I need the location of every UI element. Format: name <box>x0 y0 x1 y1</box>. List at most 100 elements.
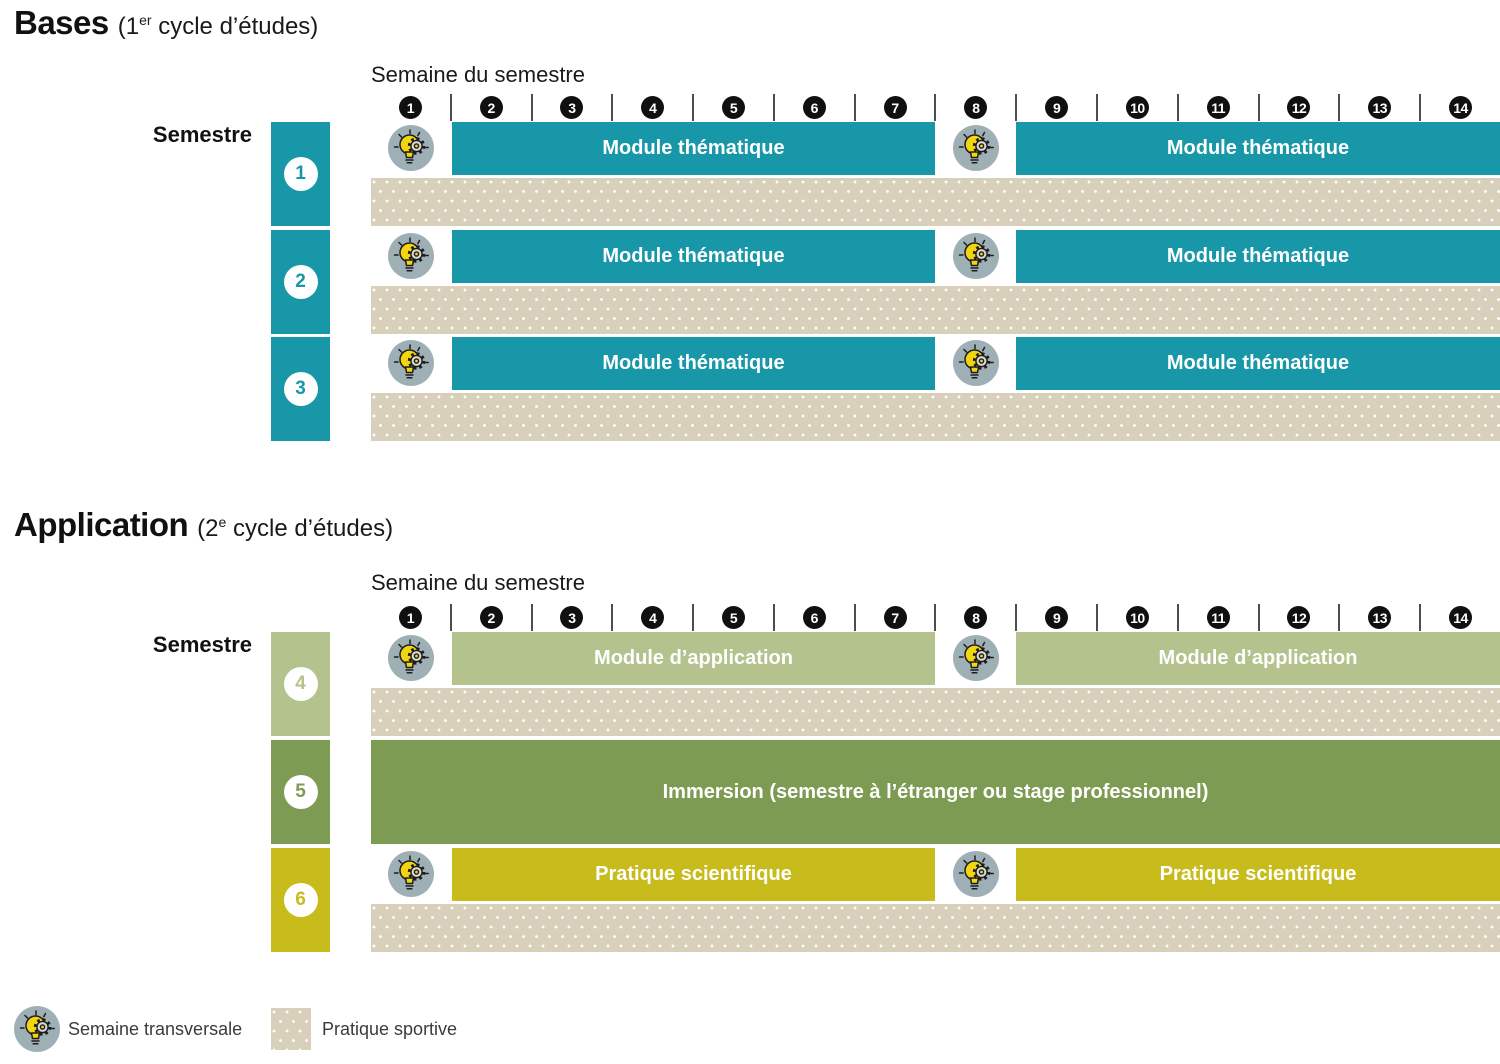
subtitle-post: cycle d’études) <box>151 13 319 40</box>
transversal-week-icon <box>953 635 999 681</box>
week-number-badge: 5 <box>722 96 746 119</box>
week-column: 10 <box>1096 94 1177 121</box>
week-column: 6 <box>772 604 854 631</box>
week-column: 12 <box>1257 94 1339 121</box>
sport-practice-strip <box>371 688 1500 736</box>
semester-number: 4 <box>283 667 318 701</box>
week-header-row-bases: 1 2 3 4 5 6 7 8 9 10 11 12 13 14 <box>371 94 1500 121</box>
transversal-week-icon <box>953 233 999 279</box>
week-column: 3 <box>530 604 612 631</box>
week-column: 3 <box>530 94 612 121</box>
semester-box-1: 1 <box>271 122 330 226</box>
transversal-week-icon <box>388 125 434 171</box>
legend-sport-label: Pratique sportive <box>322 1018 458 1039</box>
semester-number: 2 <box>283 265 318 299</box>
legend-sport-swatch <box>271 1008 311 1050</box>
week-number-badge: 10 <box>1125 606 1149 629</box>
semester-number: 3 <box>283 372 318 406</box>
semester-axis-label: Semestre <box>152 122 252 147</box>
week-number-badge: 11 <box>1206 96 1230 119</box>
module-bar: Module d’application <box>452 632 935 685</box>
week-column: 14 <box>1419 604 1500 631</box>
week-number-badge: 12 <box>1287 96 1311 119</box>
section-subtitle: (2e cycle d’études) <box>197 514 393 543</box>
transversal-week-icon <box>14 1006 60 1052</box>
week-column: 7 <box>853 604 935 631</box>
week-number-badge: 4 <box>641 606 665 629</box>
module-bar: Module thématique <box>452 230 935 283</box>
week-number-badge: 3 <box>560 96 584 119</box>
module-bar: Pratique scientifique <box>452 848 935 901</box>
week-number-badge: 2 <box>479 606 503 629</box>
module-bar: Module thématique <box>1016 122 1500 175</box>
week-column: 2 <box>449 604 531 631</box>
transversal-week-icon <box>388 233 434 279</box>
week-number-badge: 12 <box>1287 606 1311 629</box>
module-bar: Module thématique <box>452 122 935 175</box>
section-title-bases: Bases (1er cycle d’études) <box>14 4 318 42</box>
week-column: 4 <box>611 94 692 121</box>
week-column: 11 <box>1176 604 1258 631</box>
week-column: 10 <box>1096 604 1177 631</box>
week-number-badge: 9 <box>1045 96 1069 119</box>
week-column: 8 <box>934 94 1015 121</box>
week-number-badge: 8 <box>964 606 988 629</box>
week-number-badge: 5 <box>722 606 746 629</box>
week-column: 5 <box>692 94 773 121</box>
week-header-row-application: 1 2 3 4 5 6 7 8 9 10 11 12 13 14 <box>371 604 1500 631</box>
sport-practice-strip <box>371 178 1500 226</box>
section-title-text: Application <box>14 506 189 543</box>
week-column: 7 <box>853 94 935 121</box>
week-column: 8 <box>934 604 1015 631</box>
week-number-badge: 4 <box>641 96 665 119</box>
week-number-badge: 13 <box>1368 606 1392 629</box>
transversal-week-icon <box>953 125 999 171</box>
module-bar: Module d’application <box>1016 632 1500 685</box>
week-number-badge: 8 <box>964 96 988 119</box>
week-column: 4 <box>611 604 692 631</box>
subtitle-superscript: er <box>139 12 152 28</box>
subtitle-post: cycle d’études) <box>226 515 394 542</box>
week-axis-label: Semaine du semestre <box>371 62 585 87</box>
module-bar: Pratique scientifique <box>1016 848 1500 901</box>
transversal-week-icon <box>388 340 434 386</box>
week-column: 13 <box>1338 94 1419 121</box>
section-title-text: Bases <box>14 4 109 41</box>
week-number-badge: 11 <box>1206 606 1230 629</box>
week-number-badge: 6 <box>802 606 826 629</box>
subtitle-superscript: e <box>218 514 227 530</box>
week-column: 2 <box>449 94 531 121</box>
week-column: 12 <box>1257 604 1339 631</box>
semester-box-6: 6 <box>271 848 330 952</box>
week-number-badge: 1 <box>398 606 422 629</box>
week-column: 11 <box>1176 94 1258 121</box>
legend-transversal-label: Semaine transversale <box>68 1018 243 1039</box>
semester-number: 5 <box>283 775 318 809</box>
week-column: 9 <box>1015 94 1096 121</box>
module-bar: Module thématique <box>1016 337 1500 390</box>
week-number-badge: 7 <box>883 606 907 629</box>
week-number-badge: 9 <box>1045 606 1069 629</box>
semester-box-4: 4 <box>271 632 330 736</box>
week-number-badge: 3 <box>560 606 584 629</box>
week-number-badge: 10 <box>1125 96 1149 119</box>
week-axis-label: Semaine du semestre <box>371 570 585 595</box>
semester-box-5: 5 <box>271 740 330 844</box>
transversal-week-icon <box>388 851 434 897</box>
week-number-badge: 6 <box>802 96 826 119</box>
week-number-badge: 14 <box>1449 606 1473 629</box>
sport-practice-strip <box>371 286 1500 334</box>
week-number-badge: 7 <box>883 96 907 119</box>
week-column: 14 <box>1419 94 1500 121</box>
sport-practice-strip <box>371 393 1500 441</box>
section-subtitle: (1er cycle d’études) <box>118 12 319 41</box>
module-bar: Module thématique <box>1016 230 1500 283</box>
subtitle-pre: (2 <box>197 515 219 542</box>
semester-axis-label: Semestre <box>152 632 252 657</box>
transversal-week-icon <box>388 635 434 681</box>
subtitle-pre: (1 <box>117 13 140 40</box>
transversal-week-icon <box>953 340 999 386</box>
week-column: 1 <box>371 94 450 121</box>
section-title-application: Application (2e cycle d’études) <box>14 506 393 544</box>
